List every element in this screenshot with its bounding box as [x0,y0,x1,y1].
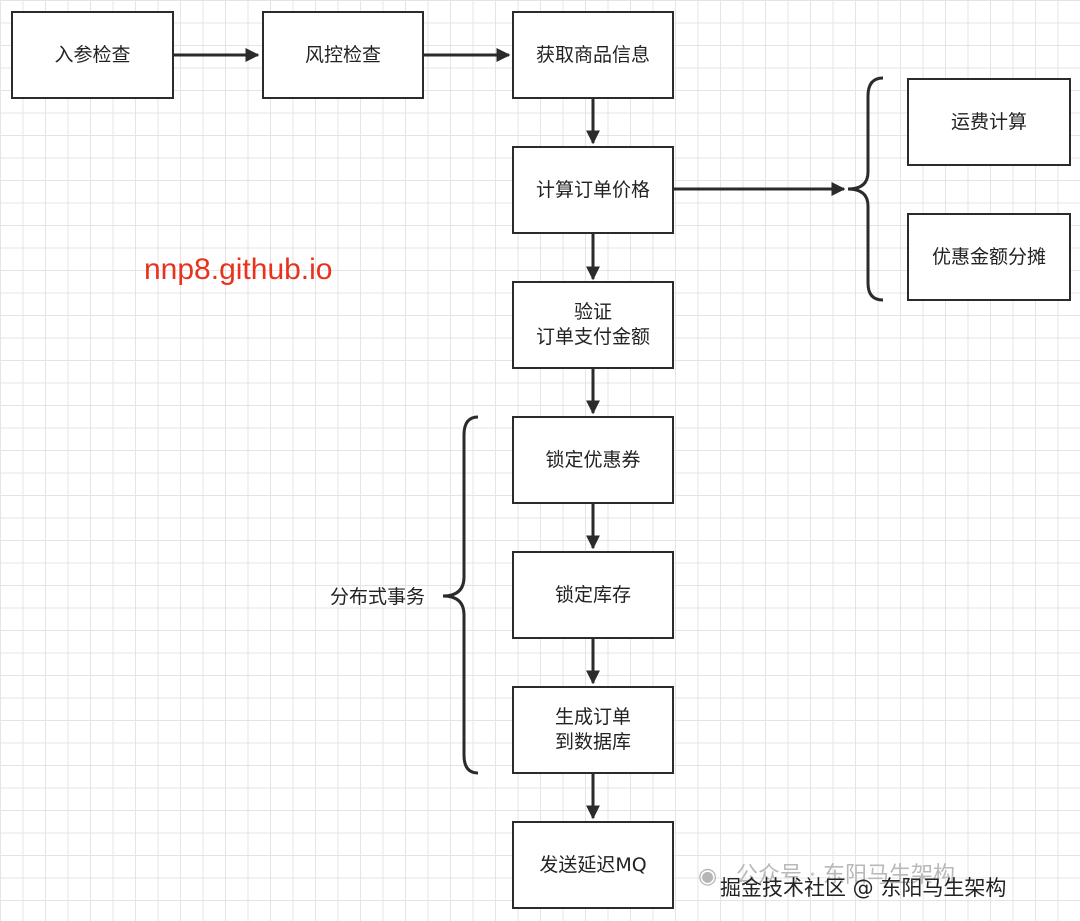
lock-coupon-label: 锁定优惠券 [545,448,641,471]
wechat-icon: ◉ [698,864,718,889]
shipping-label: 运费计算 [950,110,1027,133]
risk-check-node: 风控检查 [262,11,424,99]
lock-stock-label: 锁定库存 [554,583,631,606]
distributed-transaction-label: 分布式事务 [330,586,426,608]
calc-price-node: 计算订单价格 [512,146,674,234]
left-curly-brace [442,415,479,775]
right-curly-brace [847,76,884,302]
get-goods-node: 获取商品信息 [512,11,674,99]
site-link-text: nnp8.github.io [144,253,333,286]
watermark-faint-text: 公众号 · 东阳马生架构 [736,863,955,888]
create-order-line2: 到数据库 [554,731,631,753]
verify-line1: 验证 [573,301,612,324]
create-order-line1: 生成订单 [554,706,631,729]
discount-split-label: 优惠金额分摊 [931,245,1046,268]
create-order-node: 生成订单 到数据库 [512,686,674,774]
lock-stock-node: 锁定库存 [512,551,674,639]
verify-amount-node: 验证 订单支付金额 [512,281,674,369]
calc-price-label: 计算订单价格 [535,178,650,201]
param-check-node: 入参检查 [11,11,174,99]
discount-split-node: 优惠金额分摊 [907,213,1071,301]
lock-coupon-node: 锁定优惠券 [512,416,674,504]
risk-check-label: 风控检查 [304,43,381,66]
verify-line2: 订单支付金额 [535,326,650,348]
watermark-text: 掘金技术社区 @ 东阳马生架构 [720,876,1007,900]
send-mq-node: 发送延迟MQ [512,821,674,909]
send-mq-label: 发送延迟MQ [539,853,647,876]
get-goods-label: 获取商品信息 [535,43,650,66]
shipping-node: 运费计算 [907,78,1071,166]
param-check-label: 入参检查 [54,43,131,66]
